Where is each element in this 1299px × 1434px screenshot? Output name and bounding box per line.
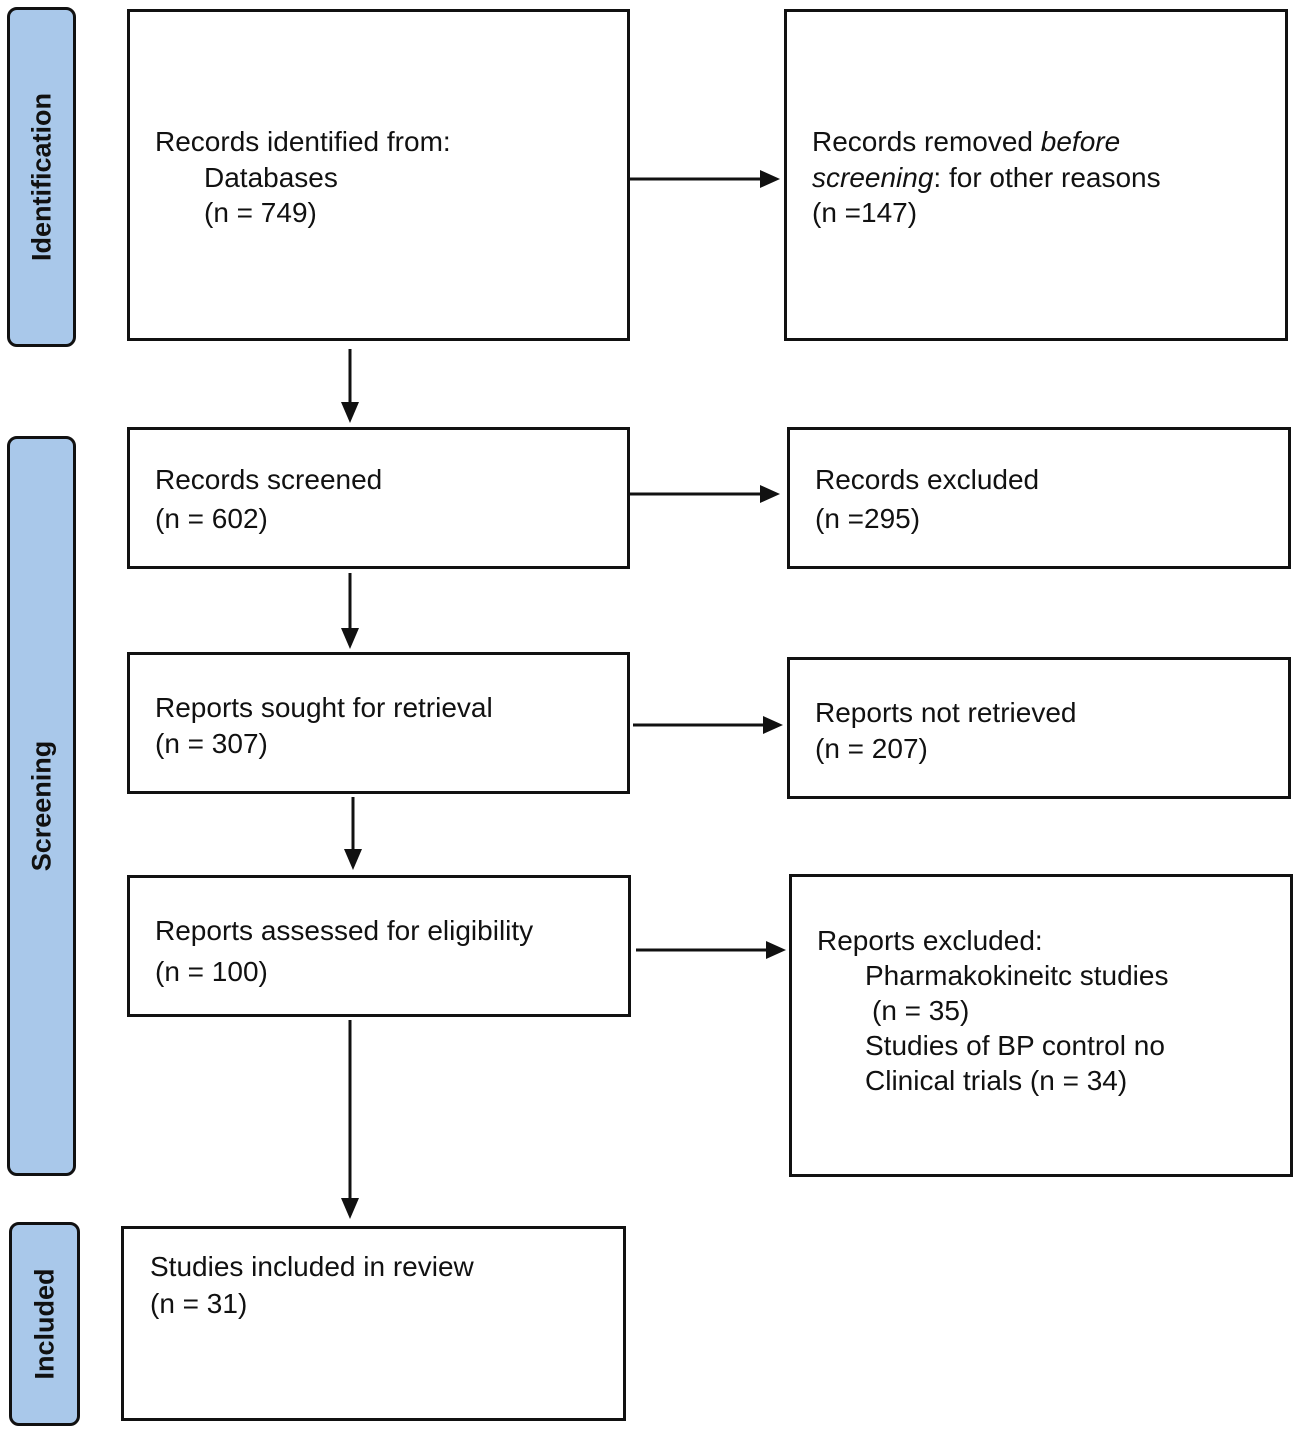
records-removed-before: before <box>1040 126 1121 157</box>
arrowhead-assessed <box>344 849 362 870</box>
reports-assessed-count: (n = 100) <box>155 956 268 987</box>
arrowhead-included <box>341 1198 359 1219</box>
stage-screening: Screening <box>7 436 76 1176</box>
arrowhead-not-retrieved <box>763 716 783 734</box>
box-records-screened: Records screened (n = 602) <box>127 427 630 569</box>
arrowhead-reports-excluded <box>766 941 786 959</box>
databases-label: Databases <box>204 162 338 193</box>
box-reports-excluded: Reports excluded: Pharmakokineitc studie… <box>789 874 1293 1177</box>
bp-control-label: Studies of BP control no <box>865 1030 1165 1061</box>
arrowhead-excluded <box>760 485 780 503</box>
box-records-excluded: Records excluded (n =295) <box>787 427 1291 569</box>
box-reports-not-retrieved: Reports not retrieved (n = 207) <box>787 657 1291 799</box>
records-removed-screening: screening <box>812 162 934 193</box>
reports-excluded-label: Reports excluded: <box>817 925 1043 956</box>
records-removed-count: (n =147) <box>812 197 918 228</box>
studies-included-label: Studies included in review <box>150 1251 474 1282</box>
arrowhead-removed <box>760 170 780 188</box>
records-screened-label: Records screened <box>155 464 383 495</box>
box-records-removed: Records removed before screening: for ot… <box>784 9 1288 341</box>
studies-included-count: (n = 31) <box>150 1288 248 1319</box>
stage-included: Included <box>9 1222 80 1426</box>
records-screened-count: (n = 602) <box>155 503 268 534</box>
reports-sought-label: Reports sought for retrieval <box>155 692 493 723</box>
bp-control-count: Clinical trials (n = 34) <box>865 1065 1128 1096</box>
pharmacokinetic-studies-label: Pharmakokineitc studies <box>865 960 1169 991</box>
records-identified-label: Records identified from: <box>155 126 451 157</box>
arrowhead-sought <box>341 628 359 649</box>
box-reports-sought: Reports sought for retrieval (n = 307) <box>127 652 630 794</box>
records-excluded-label: Records excluded <box>815 464 1040 495</box>
arrowhead-screened <box>341 402 359 423</box>
records-excluded-count: (n =295) <box>815 503 921 534</box>
reports-assessed-label: Reports assessed for eligibility <box>155 915 534 946</box>
reports-sought-count: (n = 307) <box>155 728 268 759</box>
reports-not-retrieved-count: (n = 207) <box>815 733 928 764</box>
box-reports-assessed: Reports assessed for eligibility (n = 10… <box>127 875 631 1017</box>
records-removed-suffix: : for other reasons <box>933 162 1161 193</box>
box-studies-included: Studies included in review (n = 31) <box>121 1226 626 1421</box>
box-records-identified: Records identified from: Databases (n = … <box>127 9 630 341</box>
pharmacokinetic-studies-count: (n = 35) <box>872 995 970 1026</box>
reports-not-retrieved-label: Reports not retrieved <box>815 697 1077 728</box>
records-identified-count: (n = 749) <box>204 197 317 228</box>
records-removed-prefix: Records removed <box>812 126 1041 157</box>
records-removed-line1: Records removed before <box>812 124 1120 160</box>
stage-identification: Identification <box>7 7 76 347</box>
records-removed-line2: screening: for other reasons <box>812 160 1161 196</box>
